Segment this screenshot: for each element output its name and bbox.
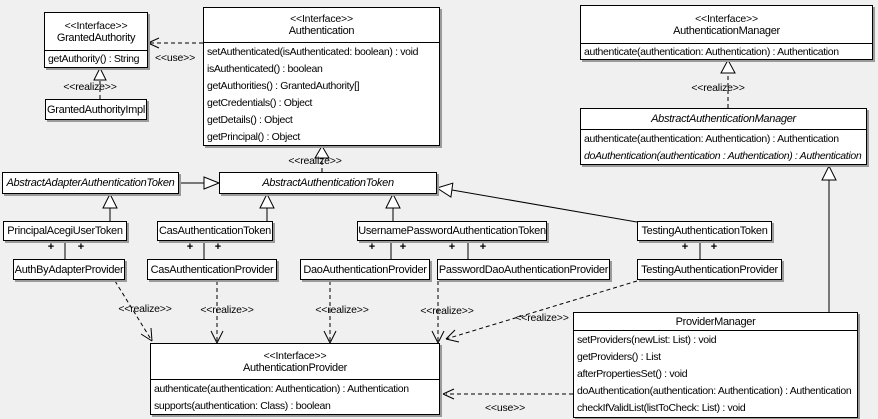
- multiplicity-plus: +: [186, 241, 194, 253]
- use-label: <<use>>: [484, 402, 526, 414]
- class-name: GrantedAuthority: [56, 31, 136, 44]
- multiplicity-plus: +: [710, 241, 718, 253]
- class-granted-authority[interactable]: <<Interface>> GrantedAuthority getAuthor…: [44, 12, 148, 68]
- multiplicity-plus: +: [214, 241, 222, 253]
- class-authentication[interactable]: <<Interface>> Authentication setAuthenti…: [203, 7, 440, 146]
- multiplicity-plus: +: [399, 241, 407, 253]
- class-granted-authority-impl[interactable]: GrantedAuthorityImpl: [45, 99, 147, 120]
- class-name: DaoAuthenticationProvider: [303, 263, 427, 276]
- method: setAuthenticated(isAuthenticated: boolea…: [207, 45, 419, 58]
- method: getAuthority() : String: [48, 53, 140, 65]
- class-cas-authentication-provider[interactable]: CasAuthenticationProvider: [147, 259, 277, 280]
- class-cas-authentication-token[interactable]: CasAuthenticationToken: [157, 221, 273, 241]
- class-name: TestingAuthenticationToken: [641, 225, 768, 237]
- multiplicity-plus: +: [368, 241, 376, 253]
- method: getPrincipal() : Object: [207, 130, 300, 143]
- method: checkIfValidList(listToCheck: List) : vo…: [577, 402, 746, 415]
- multiplicity-plus: +: [479, 241, 487, 253]
- class-abstract-authentication-token[interactable]: AbstractAuthenticationToken: [219, 172, 437, 194]
- class-name: TestingAuthenticationProvider: [641, 263, 778, 276]
- class-name: AbstractAuthenticationToken: [262, 177, 394, 189]
- class-provider-manager[interactable]: ProviderManager setProviders(newList: Li…: [573, 312, 858, 418]
- realize-label: <<realize>>: [691, 82, 745, 94]
- realize-label: <<realize>>: [118, 303, 172, 315]
- method: isAuthenticated() : boolean: [207, 62, 323, 75]
- method: authenticate(authentication: Authenticat…: [584, 45, 839, 58]
- class-name: Authentication: [288, 25, 355, 37]
- class-name: PasswordDaoAuthenticationProvider: [438, 263, 609, 276]
- realize-label: <<realize>>: [288, 155, 342, 167]
- class-dao-authentication-provider[interactable]: DaoAuthenticationProvider: [300, 259, 430, 280]
- method: getAuthorities() : GrantedAuthority[]: [207, 79, 360, 92]
- class-name: UsernamePasswordAuthenticationToken: [358, 225, 546, 237]
- method: authenticate(authentication: Authenticat…: [154, 382, 409, 395]
- class-abstract-authentication-manager[interactable]: AbstractAuthenticationManager authentica…: [580, 108, 867, 165]
- class-name: AuthenticationProvider: [242, 361, 348, 374]
- stereotype-label: <<Interface>>: [695, 12, 758, 25]
- multiplicity-plus: +: [47, 241, 55, 253]
- class-auth-by-adapter-provider[interactable]: AuthByAdapterProvider: [13, 259, 125, 280]
- class-abstract-adapter-authentication-token[interactable]: AbstractAdapterAuthenticationToken: [2, 172, 179, 194]
- multiplicity-plus: +: [448, 241, 456, 253]
- class-name: ProviderManager: [675, 315, 756, 328]
- class-password-dao-authentication-provider[interactable]: PasswordDaoAuthenticationProvider: [437, 259, 610, 280]
- method: getDetails() : Object: [207, 113, 293, 126]
- class-principal-acegi-user-token[interactable]: PrincipalAcegiUserToken: [3, 221, 127, 241]
- class-name: AbstractAuthenticationManager: [651, 113, 796, 125]
- class-username-password-authentication-token[interactable]: UsernamePasswordAuthenticationToken: [357, 221, 547, 241]
- class-testing-authentication-token[interactable]: TestingAuthenticationToken: [637, 221, 772, 241]
- realize-label: <<realize>>: [200, 304, 254, 316]
- class-testing-authentication-provider[interactable]: TestingAuthenticationProvider: [637, 259, 782, 280]
- method: getCredentials() : Object: [207, 96, 313, 109]
- multiplicity-plus: +: [681, 241, 689, 253]
- method: getProviders() : List: [577, 350, 661, 363]
- class-name: CasAuthenticationProvider: [150, 263, 274, 276]
- class-name: AbstractAdapterAuthenticationToken: [6, 177, 175, 189]
- class-name: CasAuthenticationToken: [158, 225, 272, 237]
- stereotype-label: <<Interface>>: [290, 13, 353, 25]
- method: afterPropertiesSet() : void: [577, 368, 688, 380]
- class-name: AuthByAdapterProvider: [14, 263, 124, 276]
- method: doAuthentication(authentication : Authen…: [584, 149, 862, 162]
- realize-label: <<realize>>: [420, 305, 474, 317]
- method: setProviders(newList: List) : void: [577, 333, 717, 346]
- method: authenticate(authentication: Authenticat…: [584, 132, 839, 145]
- method: doAuthentication(authentication: Authent…: [577, 385, 852, 398]
- method: supports(authentication: Class) : boolea…: [154, 399, 331, 412]
- multiplicity-plus: +: [77, 241, 85, 253]
- stereotype-label: <<Interface>>: [64, 19, 128, 32]
- class-authentication-provider[interactable]: <<Interface>> AuthenticationProvider aut…: [150, 343, 440, 415]
- stereotype-label: <<Interface>>: [263, 349, 327, 362]
- realize-label: <<realize>>: [315, 304, 369, 316]
- use-label: <<use>>: [154, 52, 196, 64]
- class-name: AuthenticationManager: [673, 24, 780, 37]
- class-name: PrincipalAcegiUserToken: [7, 225, 123, 237]
- realize-label: <<realize>>: [63, 81, 117, 93]
- realize-label: <<realize>>: [515, 312, 569, 324]
- class-name: GrantedAuthorityImpl: [47, 103, 145, 116]
- class-authentication-manager[interactable]: <<Interface>> AuthenticationManager auth…: [580, 5, 873, 60]
